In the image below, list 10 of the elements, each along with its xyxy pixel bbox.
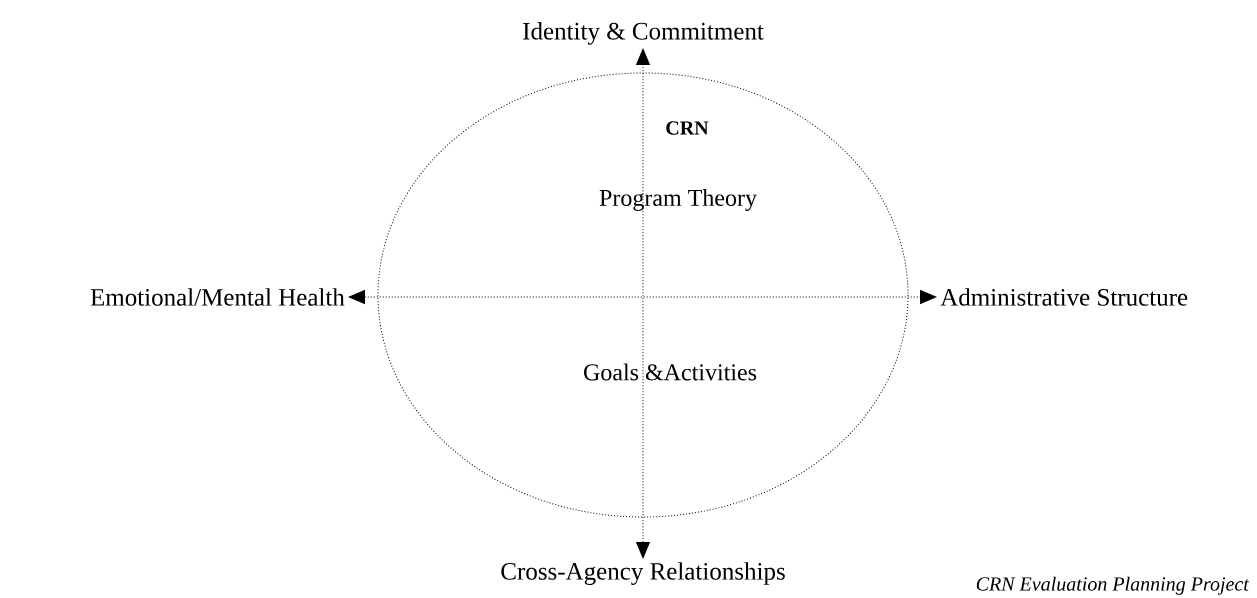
section-text: Goals &Activities (584, 363, 757, 381)
axis-label: Administrative Structure (940, 288, 1188, 306)
axis-label: Cross-Agency Relationships (501, 562, 785, 585)
section-text: Program Theory (599, 189, 757, 211)
footer-note: CRN Evaluation Planning Project (976, 576, 1250, 595)
double-arrow (348, 290, 937, 304)
heading-text: CRN (666, 121, 709, 135)
axis-label: Emotional/Mental Health (90, 288, 345, 306)
double-arrow (636, 48, 650, 559)
axis-label: Identity & Commitment (523, 22, 764, 45)
